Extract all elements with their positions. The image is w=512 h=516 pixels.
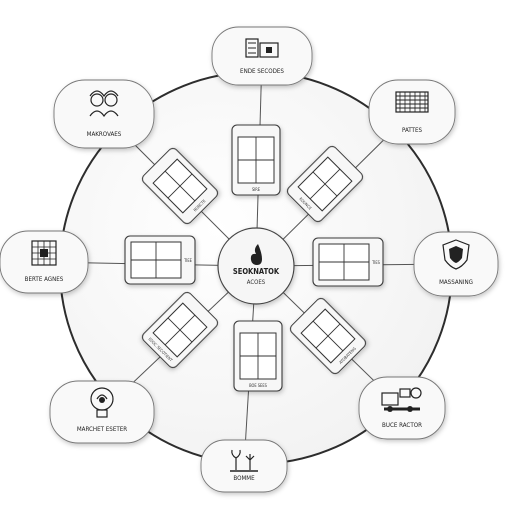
outer-node[interactable]: BOMME [200,439,288,493]
server-rack-icon [395,91,429,113]
outer-node-label: BERTE AGNES [25,276,64,283]
inner-card[interactable]: SIRE [231,124,281,196]
outer-node-label: MAKROVAES [87,131,122,138]
outer-node-label: BOMME [233,475,255,482]
inner-card-label: TIEE [183,258,193,263]
outer-node-label: MASSANING [439,279,473,286]
outer-node-label: PATTES [402,127,422,134]
inner-card-label: BOE SEES [249,383,267,388]
outer-node[interactable]: MASSANING [413,231,499,297]
inner-card-label: TIES [371,260,381,265]
inner-card[interactable]: TIEE [124,235,196,285]
center-hub[interactable]: SEOKNATOK ACOES [217,227,295,305]
outer-node[interactable]: MARCHET ESETER [49,380,155,444]
shield-icon [442,239,470,270]
outer-node-label: BUCE RACTOR [382,422,422,429]
inner-card[interactable]: RONCTE [140,146,219,225]
inner-card[interactable]: TIES [312,237,384,287]
outer-nodes: ENDE SECODES PATTES MASSANING BUCE RACTOR BO… [0,26,499,493]
outer-node[interactable]: ENDE SECODES [211,26,313,86]
grid-chip-icon [31,240,57,266]
inner-card[interactable]: BOE SEES [233,320,283,392]
inner-card[interactable]: ROUNCE [285,144,364,223]
flame-icon [250,244,262,265]
outer-node[interactable]: MAKROVAES [53,79,155,149]
lightbulb-icon [90,387,114,418]
outer-node[interactable]: BERTE AGNES [0,230,89,294]
plants-icon [230,449,258,472]
outer-node[interactable]: BUCE RACTOR [358,376,446,440]
inner-card-label: SIRE [252,187,261,192]
building-icon [245,38,279,58]
center-title: SEOKNATOK [233,267,280,276]
outer-node-label: MARCHET ESETER [77,426,127,433]
outer-node[interactable]: PATTES [368,79,456,145]
outer-node-label: ENDE SECODES [240,68,284,75]
workers-icon [89,90,119,118]
machinery-icon [381,387,422,412]
center-subtitle: ACOES [247,279,266,286]
